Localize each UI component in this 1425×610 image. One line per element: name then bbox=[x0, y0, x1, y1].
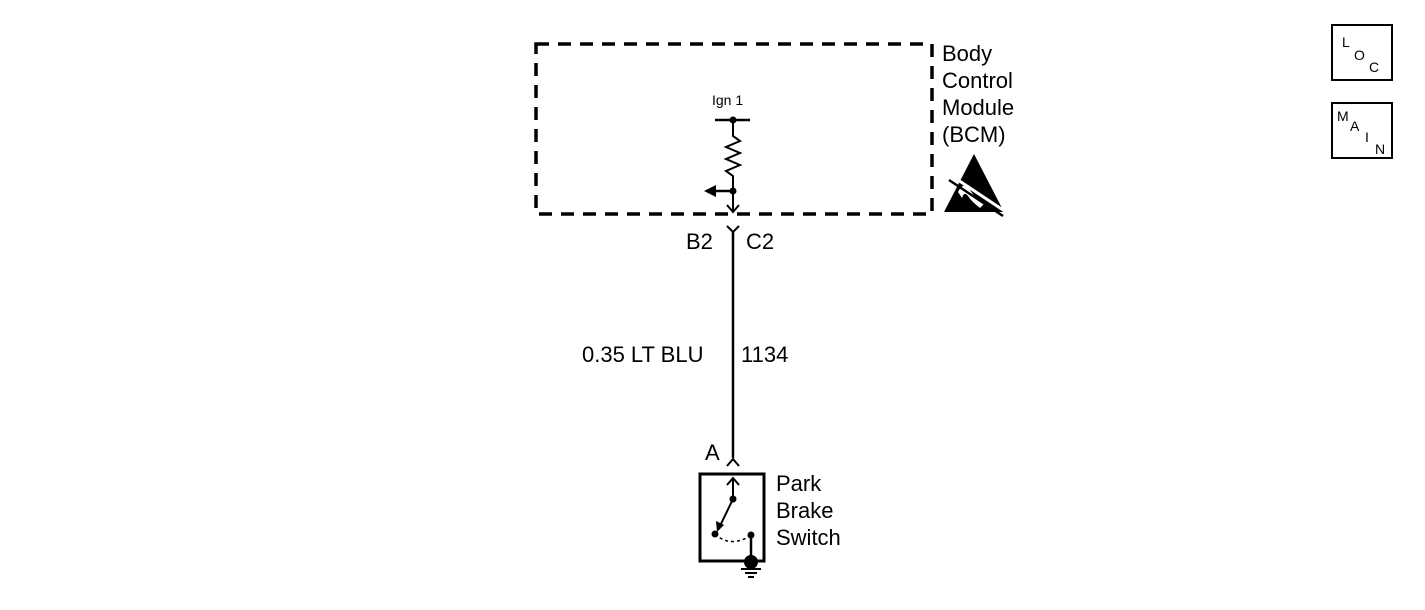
switch-name: Park Brake Switch bbox=[776, 470, 841, 551]
pin-c2-label: C2 bbox=[746, 229, 775, 254]
main-letter-4: N bbox=[1375, 141, 1386, 157]
bcm-name: Body Control Module (BCM) bbox=[942, 40, 1014, 148]
pin-b2-label: B2 bbox=[686, 229, 713, 254]
bcm-boundary bbox=[534, 42, 934, 216]
loc-letter-1: L bbox=[1342, 34, 1350, 50]
pullup-resistor bbox=[723, 120, 743, 191]
switch-up-arrow-icon bbox=[726, 476, 740, 486]
switch-connector-icon bbox=[726, 457, 740, 467]
switch-blade bbox=[718, 498, 734, 529]
ign1-label: Ign 1 bbox=[712, 92, 744, 108]
switch-name-line-3: Switch bbox=[776, 525, 841, 550]
main-letter-1: M bbox=[1337, 108, 1349, 124]
loc-button[interactable]: L O C bbox=[1331, 24, 1393, 81]
ground-splice bbox=[744, 555, 758, 569]
switch-box bbox=[698, 472, 766, 563]
main-letter-3: I bbox=[1365, 129, 1369, 145]
bcm-connector-icon bbox=[726, 225, 740, 234]
loc-letter-3: C bbox=[1369, 59, 1380, 75]
bcm-name-line-2: Control bbox=[942, 68, 1013, 93]
bcm-output-arrow-icon bbox=[726, 204, 740, 214]
pin-a-label: A bbox=[705, 440, 720, 465]
sense-arrow-icon bbox=[704, 185, 716, 197]
bcm-name-line-1: Body bbox=[942, 41, 993, 66]
main-letter-2: A bbox=[1350, 118, 1360, 134]
bcm-name-line-4: (BCM) bbox=[942, 122, 1006, 147]
wire-size-color-label: 0.35 LT BLU bbox=[582, 342, 704, 367]
esd-sensitive-icon bbox=[944, 154, 1007, 218]
loc-letter-2: O bbox=[1354, 47, 1365, 63]
main-button[interactable]: M A I N bbox=[1331, 102, 1393, 159]
switch-name-line-1: Park bbox=[776, 471, 822, 496]
bcm-name-line-3: Module bbox=[942, 95, 1015, 120]
switch-blade-arrow-icon bbox=[716, 521, 724, 532]
switch-mechanical-link bbox=[714, 533, 751, 543]
switch-name-line-2: Brake bbox=[776, 498, 834, 523]
circuit-number-label: 1134 bbox=[741, 342, 789, 367]
